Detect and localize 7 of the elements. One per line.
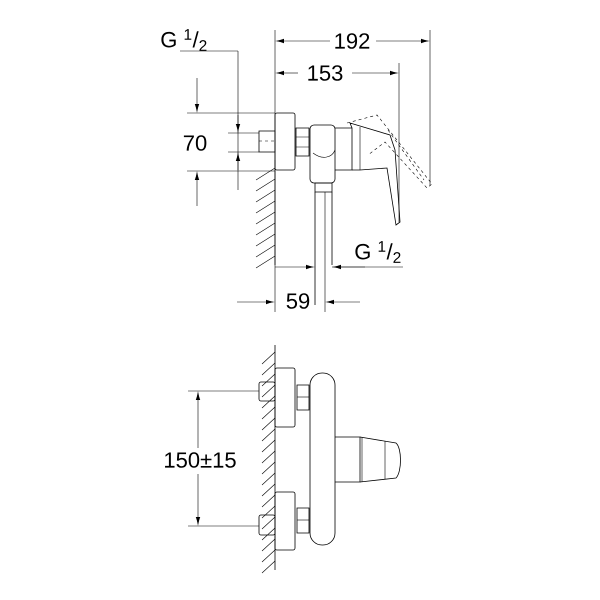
dimension-label: G $^{1}$/$_{2}$ bbox=[161, 29, 206, 51]
dimension-label: 59 bbox=[286, 293, 310, 309]
dimension-label: 70 bbox=[184, 135, 206, 151]
dimension-label: 153 bbox=[308, 65, 342, 81]
dimension-label: 192 bbox=[335, 33, 370, 49]
dimension-label: 150±15 bbox=[165, 452, 236, 468]
dimension-label: G $^{1}$/$_{2}$ bbox=[355, 241, 400, 263]
